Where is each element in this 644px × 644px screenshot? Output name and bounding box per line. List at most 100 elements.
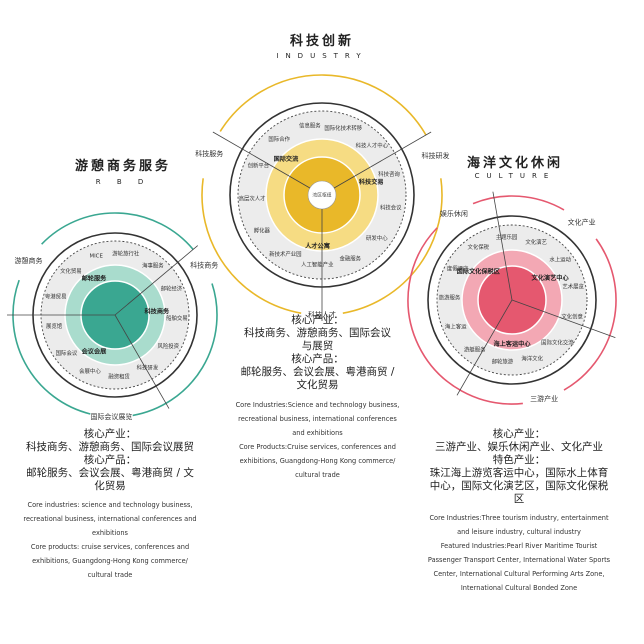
culture-ring-item: 国际文化交流 xyxy=(541,338,574,346)
industry-ring-item: 科技人才中心 xyxy=(356,141,389,149)
culture-cn-line: 特色产业： xyxy=(492,454,546,466)
culture-en-line: Featured Industries:Pearl River Maritime… xyxy=(440,542,598,550)
rbd-inner-label: 邮轮服务 xyxy=(82,275,108,283)
rbd-outer-ring-arc xyxy=(132,283,218,417)
culture-ring-item: 主题乐园 xyxy=(496,233,518,241)
industry-cn-line: 邮轮服务、会议会展、粤港商贸 / xyxy=(240,366,395,378)
industry-outer-ring-arc xyxy=(219,74,427,136)
industry-cn-line: 文化贸易 xyxy=(296,379,339,391)
culture-en-line: Passenger Transport Center, Internationa… xyxy=(427,556,611,564)
culture-cn-line: 核心产业： xyxy=(492,428,546,440)
culture-ring-item: 海洋文化 xyxy=(521,355,543,363)
culture-dark-ring xyxy=(427,215,597,385)
rbd-divider-line xyxy=(114,245,198,316)
culture-title-en: CULTURE xyxy=(474,172,556,180)
rbd-outer-label: 游憩商务 xyxy=(14,256,42,265)
industry-ring-item: 人工智能产业 xyxy=(301,260,334,268)
culture-outer-label: 娱乐休闲 xyxy=(440,209,468,218)
industry-description: 核心产业： 科技商务、游憩商务、国际会议 与展贸 核心产品： 邮轮服务、会议会展… xyxy=(205,314,430,482)
rbd-outer-label: 科技商务 xyxy=(190,261,218,270)
rbd-ring-item: 海事服务 xyxy=(142,261,164,269)
culture-inner-label: 海上客运中心 xyxy=(493,340,531,348)
culture-ring-item: 游艇服务 xyxy=(464,346,486,354)
culture-outer-ring-arc xyxy=(407,227,523,405)
culture-outer-label: 文化产业 xyxy=(568,218,596,227)
culture-ring-item: 邮轮旅游 xyxy=(492,357,514,365)
culture-cn-line: 区 xyxy=(513,493,525,505)
industry-inner-label: 科技交易 xyxy=(359,178,384,186)
industry-ring-item: 高层次人才 xyxy=(239,194,267,202)
rbd-ring-item: 融资租赁 xyxy=(108,372,130,380)
rbd-en-line: exhibitions, Guangdong-Hong Kong commerc… xyxy=(32,557,188,565)
culture-title-cn: 海洋文化休闲 xyxy=(466,156,563,171)
rbd-cn-line: 邮轮服务、会议会展、粤港商贸 / 文 xyxy=(26,467,194,479)
culture-ring-item: 度假酒店 xyxy=(447,265,469,273)
rbd-cn-line: 科技商务、游憩商务、国际会议展贸 xyxy=(26,441,194,453)
culture-ring-item: 文化保税 xyxy=(467,243,489,251)
industry-inner-label: 人才公寓 xyxy=(305,242,330,250)
culture-divider-line xyxy=(511,299,616,338)
rbd-cn-line: 核心产业： xyxy=(83,428,137,440)
culture-inner-label: 文化演艺中心 xyxy=(532,274,570,282)
rbd-description: 核心产业： 科技商务、游憩商务、国际会议展贸 核心产品： 邮轮服务、会议会展、粤… xyxy=(5,428,215,582)
industry-core-label: 湾区枢纽 xyxy=(312,192,331,199)
rbd-ring-item: MICE xyxy=(89,253,103,259)
culture-outer-label: 三游产业 xyxy=(530,394,558,403)
industry-outer-label: 科技人才 xyxy=(308,310,336,319)
industry-en-line: Core Industries:Science and technology b… xyxy=(235,401,400,409)
culture-inner-label: 国际文化保税区 xyxy=(457,268,501,276)
rbd-cn-line: 化贸易 xyxy=(94,480,126,492)
rbd-ring-item: 游轮旅行社 xyxy=(112,249,140,257)
rbd-en-line: Core industries: science and technology … xyxy=(27,501,193,509)
rbd-cn-line: 核心产品： xyxy=(83,454,137,466)
industry-ring-item: 国际合作 xyxy=(268,135,290,143)
rbd-outer-ring-arc xyxy=(41,212,194,250)
culture-cn-line: 珠江海上游览客运中心，国际水上体育 xyxy=(429,467,609,479)
rbd-outer-label: 国际会议展览 xyxy=(90,412,132,421)
industry-inner-label: 国际交流 xyxy=(274,155,300,163)
industry-cn-line: 核心产品： xyxy=(291,353,344,365)
culture-divider-line xyxy=(456,299,513,396)
industry-cn-line: 科技商务、游憩商务、国际会议 xyxy=(244,327,391,339)
industry-cn-line: 与展贸 xyxy=(301,340,334,352)
culture-en-line: Center, International Cultural Performin… xyxy=(433,570,605,578)
industry-ring-item: 信息服务 xyxy=(299,122,321,130)
culture-ring-item: 旅游服务 xyxy=(439,293,461,301)
rbd-en-line: cultural trade xyxy=(87,571,133,579)
culture-ring-item: 水上运动 xyxy=(549,256,571,264)
culture-ring-item: 艺术展览 xyxy=(562,283,584,291)
industry-ring-item: 新技术产业园 xyxy=(269,250,301,258)
industry-en-line: cultural trade xyxy=(295,471,340,479)
rbd-ring-item: 国际会议 xyxy=(56,349,78,357)
industry-outer-label: 科技服务 xyxy=(195,149,223,158)
rbd-title-en: R B D xyxy=(95,178,151,186)
industry-ring-item: 研发中心 xyxy=(366,234,388,242)
industry-divider-line xyxy=(333,131,432,189)
rbd-inner-label: 科技商务 xyxy=(144,307,170,315)
rbd-en-line: exhibitions xyxy=(92,529,128,537)
industry-ring-item: 国际化技术转移 xyxy=(324,124,362,132)
industry-en-line: exhibitions, Guangdong-Hong Kong commerc… xyxy=(239,457,396,465)
industry-outer-ring-arc xyxy=(342,178,443,314)
rbd-ring-item: 粤港贸易 xyxy=(45,292,67,300)
industry-ring-item: 科技咨询 xyxy=(378,170,400,178)
industry-en-line: recreational business, international con… xyxy=(238,415,397,423)
rbd-ring-item: 船舶交易 xyxy=(166,314,188,322)
culture-description: 核心产业： 三游产业、娱乐休闲产业、文化产业 特色产业： 珠江海上游览客运中心，… xyxy=(408,428,630,595)
industry-ring-item: 孵化器 xyxy=(254,226,271,234)
rbd-en-line: Core products: cruise services, conferen… xyxy=(30,543,190,551)
culture-ring-item: 文化演艺 xyxy=(525,238,547,246)
industry-title-cn: 科技创新 xyxy=(289,34,354,49)
rbd-ring-item: 展览馆 xyxy=(46,322,63,330)
industry-divider-line xyxy=(212,131,311,189)
culture-dashed-ring xyxy=(436,224,588,376)
rbd-inner-label: 会议会展 xyxy=(82,347,108,355)
rbd-divider-line xyxy=(114,314,170,409)
industry-outer-label: 科技研发 xyxy=(421,151,449,160)
industry-ring-item: 金融服务 xyxy=(340,255,362,263)
rbd-ring-item: 科技研发 xyxy=(137,363,159,371)
rbd-ring-item: 邮轮经济 xyxy=(161,285,183,293)
industry-en-line: Core Products:Cruise services, conferenc… xyxy=(239,443,396,451)
culture-cn-line: 三游产业、娱乐休闲产业、文化产业 xyxy=(435,441,603,453)
